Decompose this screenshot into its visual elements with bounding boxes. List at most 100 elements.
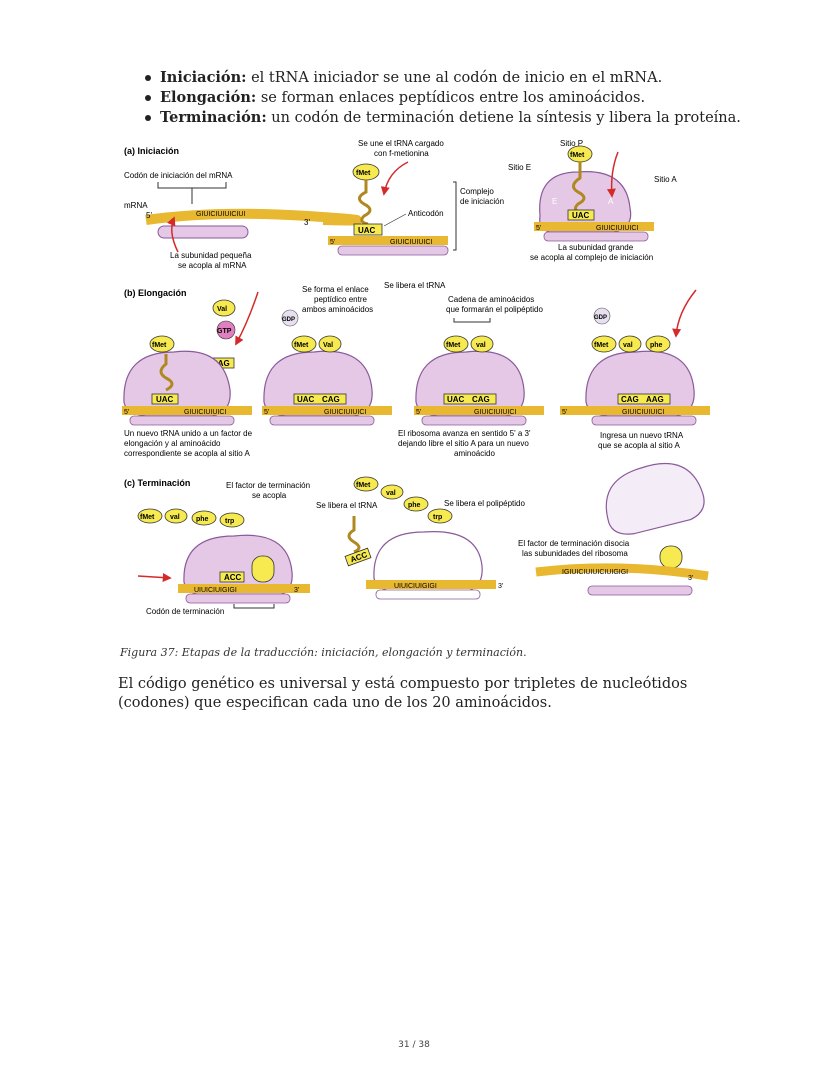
termination-factor xyxy=(659,545,683,569)
label: correspondiente se acopla al sitio A xyxy=(124,449,251,458)
label: Cadena de aminoácidos xyxy=(448,295,534,304)
bullet-text: el tRNA iniciador se une al codón de ini… xyxy=(246,70,663,86)
label: 3' xyxy=(688,575,693,582)
label: phe xyxy=(196,516,209,523)
label: fMet xyxy=(356,170,371,177)
pointer-line xyxy=(383,213,407,227)
sequence: GIUICIUIUICI xyxy=(184,409,226,416)
fmet-amino xyxy=(443,335,469,353)
arrow xyxy=(137,573,172,583)
label: de iniciación xyxy=(460,197,504,206)
label: 5' xyxy=(146,211,152,220)
label: val xyxy=(623,342,633,349)
label: se acopla al mRNA xyxy=(178,261,247,270)
sequence: GIUICIUIUICI xyxy=(596,225,638,232)
anticodon-box xyxy=(567,209,595,221)
sequence: UIUICIUIGIGI xyxy=(194,587,237,594)
label: GTP xyxy=(217,328,232,335)
trp-amino xyxy=(219,512,245,528)
arrow xyxy=(672,289,697,338)
label: E xyxy=(552,197,557,206)
val-amino xyxy=(618,335,642,353)
mrna-strand xyxy=(145,208,363,226)
mrna-strand xyxy=(262,406,392,415)
label: Sitio P xyxy=(560,139,583,148)
bullet-term: Terminación: xyxy=(160,109,267,126)
arrow xyxy=(235,291,259,346)
sequence: GIUICIUIUICIUI xyxy=(196,211,245,218)
fmet-amino xyxy=(149,335,175,353)
small-subunit xyxy=(269,415,375,426)
anticodon-box xyxy=(443,393,497,405)
sequence: GIUICIUIUICI xyxy=(622,409,664,416)
mrna-strand xyxy=(560,406,710,415)
label: phe xyxy=(650,342,663,349)
figure-caption: Figura 37: Etapas de la traducción: inic… xyxy=(120,646,527,659)
label: se acopla xyxy=(252,491,287,500)
label: 5' xyxy=(416,409,421,416)
sequence: GIUICIUIUICI xyxy=(390,239,432,246)
label: Se forma el enlace xyxy=(302,285,369,294)
label: UAC xyxy=(297,395,315,404)
list-item: Iniciación: el tRNA iniciador se une al … xyxy=(142,68,741,88)
label: A xyxy=(608,197,614,206)
mrna-strand xyxy=(178,584,310,593)
small-subunit xyxy=(157,225,249,239)
label: aminoácido xyxy=(454,449,495,458)
small-subunit xyxy=(337,245,449,256)
label: CAG xyxy=(212,359,230,368)
label: val xyxy=(476,342,486,349)
trna xyxy=(347,516,361,554)
label: Codón de terminación xyxy=(146,607,224,616)
phe-amino xyxy=(191,510,217,526)
anticodon-box xyxy=(617,393,671,405)
arrow xyxy=(606,151,619,198)
panel-initiation: (a) Iniciación Codón de iniciación del m… xyxy=(124,139,677,270)
page-number: 31 / 38 xyxy=(398,1040,430,1050)
label: 5' xyxy=(562,409,567,416)
large-subunit xyxy=(605,462,705,535)
label: 5' xyxy=(536,225,541,232)
panel-title: (b) Elongación xyxy=(124,288,187,298)
label: ambos aminoácidos xyxy=(302,305,373,314)
anticodon-box xyxy=(344,547,372,567)
fmet-amino xyxy=(137,508,163,524)
trna xyxy=(358,180,372,226)
bullet-text: se forman enlaces peptídicos entre los a… xyxy=(256,90,646,106)
fmet-amino xyxy=(591,335,617,353)
bullet-term: Iniciación: xyxy=(160,69,247,86)
val-amino xyxy=(380,484,404,500)
label: phe xyxy=(408,502,421,509)
label: GDP xyxy=(594,315,607,321)
label: El factor de terminación disocia xyxy=(518,539,630,548)
label: El factor de terminación xyxy=(226,481,310,490)
mrna-strand xyxy=(366,580,496,589)
phe-amino xyxy=(403,496,429,512)
label: UAC xyxy=(447,395,465,404)
label: CAG xyxy=(621,395,639,404)
small-subunit xyxy=(185,593,291,604)
anticodon-box xyxy=(219,571,245,583)
label: UAC xyxy=(572,211,590,220)
label: Val xyxy=(323,342,333,349)
small-subunit xyxy=(421,415,527,426)
label: las subunidades del ribosoma xyxy=(522,549,628,558)
fmet-amino xyxy=(291,335,317,353)
label: 5' xyxy=(330,239,335,246)
translation-figure: (a) Iniciación Codón de iniciación del m… xyxy=(122,139,710,616)
panel-title: (a) Iniciación xyxy=(124,146,179,156)
fmet-amino xyxy=(353,476,379,492)
label: CAG xyxy=(322,395,340,404)
mrna-strand xyxy=(122,406,252,415)
sequence: UIUICIUIGIGI xyxy=(394,583,437,590)
label: Codón de iniciación del mRNA xyxy=(124,171,233,180)
small-subunit xyxy=(543,231,649,242)
label: La subunidad pequeña xyxy=(170,251,252,260)
sequence: IGIUICIUIUICIUIGIGI xyxy=(562,569,628,576)
sequence: GIUICIUIUICI xyxy=(474,409,516,416)
label: Se libera el tRNA xyxy=(384,281,446,290)
list-item: Terminación: un codón de terminación det… xyxy=(142,108,741,128)
label: se acopla al complejo de iniciación xyxy=(530,253,653,262)
label: mRNA xyxy=(124,201,148,210)
sequence: GIUICIUIUICI xyxy=(324,409,366,416)
